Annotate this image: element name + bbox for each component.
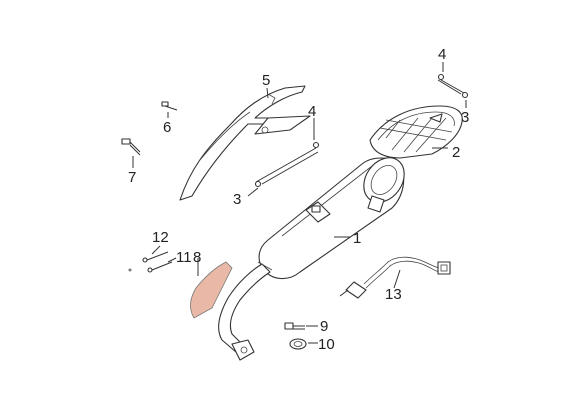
part-2-end-cap [369,105,463,159]
callout-1: 1 [353,230,361,247]
callout-11: 11 [176,249,192,266]
callout-2: 2 [452,144,460,161]
part-10-gasket [289,338,307,350]
part-9-bolt [284,322,305,330]
callout-13: 13 [385,286,402,303]
callout-labels: 5 6 7 4 3 4 3 2 1 8 12 11 9 10 13 [128,46,469,353]
leader-lines [132,62,467,344]
callout-3-top: 3 [461,109,469,126]
callout-3-center: 3 [233,191,241,208]
part-6-bolt [161,101,178,111]
part-exhaust-pipe [218,261,273,361]
callout-5: 5 [262,72,270,89]
callout-8: 8 [193,249,201,266]
part-1-muffler [258,157,405,280]
part-8-heat-shield [190,261,233,319]
callout-4-top: 4 [438,46,446,63]
part-11-12-screws [128,251,173,273]
part-7-long-bolt [121,138,141,156]
callout-12: 12 [152,229,169,246]
callout-9: 9 [320,318,328,335]
part-4-3-top-bracket [437,73,469,99]
callout-4-center: 4 [308,103,316,120]
part-5-muffler-guard [179,85,311,201]
callout-7: 7 [128,169,136,186]
part-4-bracket-bolt [254,141,320,188]
callout-10: 10 [318,336,335,353]
part-13-oxygen-sensor [339,256,451,299]
callout-6: 6 [163,119,171,136]
